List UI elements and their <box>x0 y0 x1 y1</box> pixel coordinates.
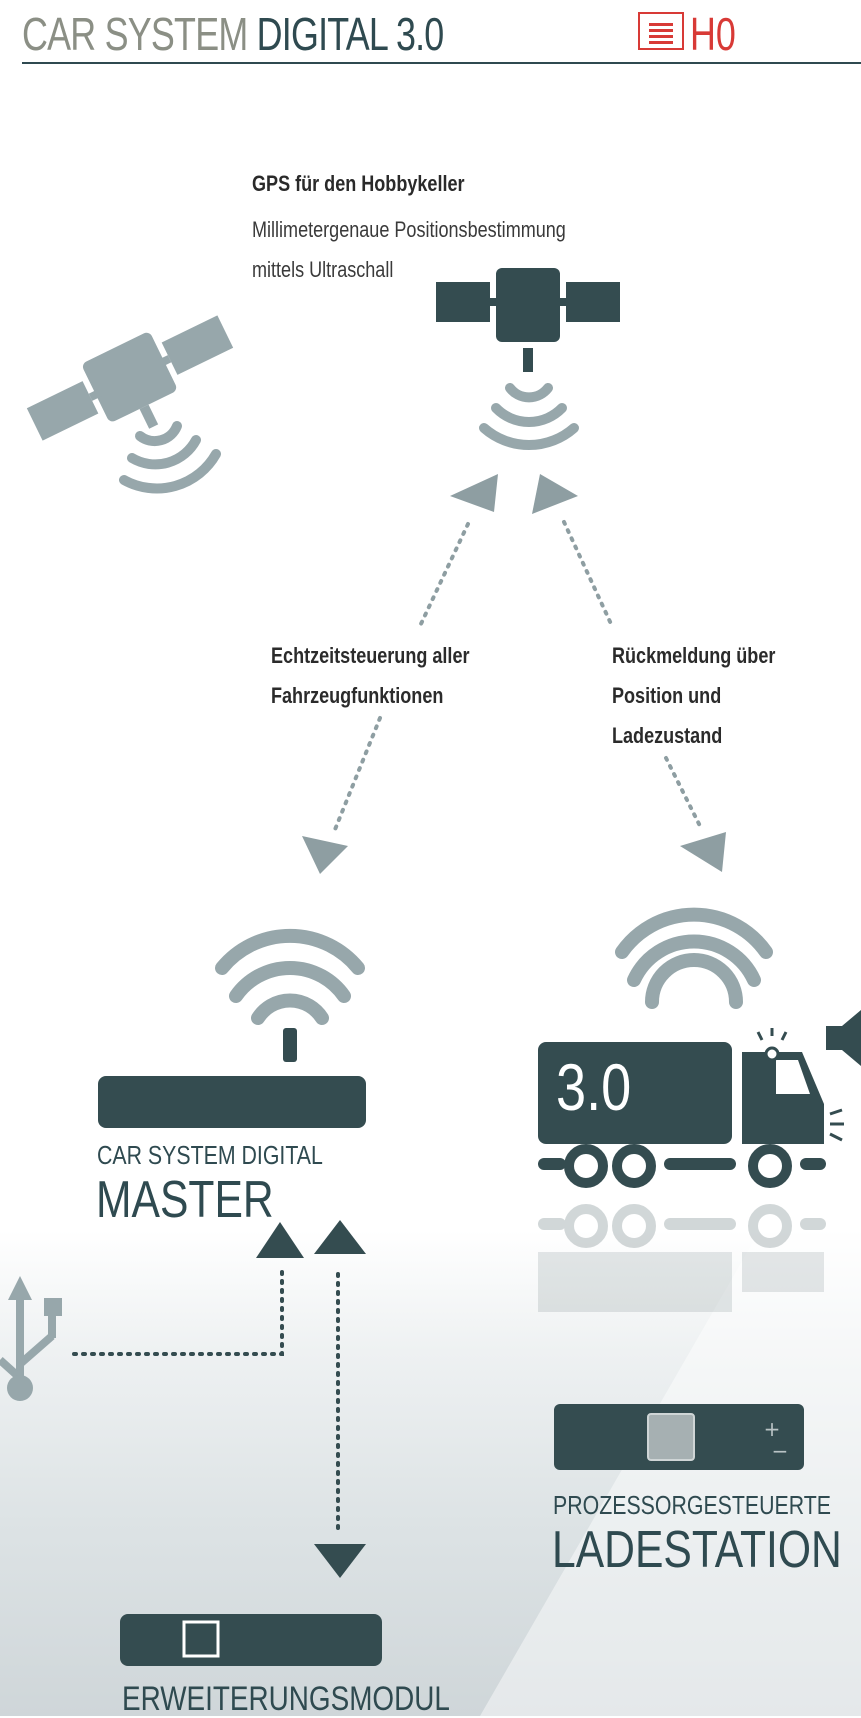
arrow-to-erweiterung-icon <box>314 1544 366 1578</box>
header: CAR SYSTEM DIGITAL 3.0 H0 <box>22 0 861 66</box>
truck-reflection <box>538 1204 826 1312</box>
arrow-to-truck-icon <box>680 832 726 872</box>
brand-title-light: CAR SYSTEM <box>22 8 257 60</box>
label-rueckmeldung: Rückmeldung über Position und Ladezustan… <box>612 636 775 756</box>
ladestation-plus: + <box>764 1417 781 1441</box>
arrow-master-up-left-icon <box>256 1222 304 1258</box>
arrow-up-right-icon <box>532 474 578 514</box>
label-right-line3: Ladezustand <box>612 723 723 748</box>
truck-icon <box>538 1042 826 1188</box>
label-left-line2: Fahrzeugfunktionen <box>271 683 444 708</box>
erweiterung-title: ERWEITERUNGSMODUL <box>122 1680 450 1718</box>
connector-mid-left <box>332 716 382 834</box>
ladestation-subtitle: PROZESSORGESTEUERTE <box>553 1490 832 1520</box>
label-right-line2: Position und <box>612 683 722 708</box>
connector-usb <box>72 1270 284 1356</box>
usb-icon <box>0 1276 62 1401</box>
horn-icon <box>826 1010 861 1066</box>
arrow-master-up-right-icon <box>314 1220 366 1254</box>
scale-label[interactable]: H0 <box>690 8 736 60</box>
gps-title: GPS für den Hobbykeller <box>252 171 465 196</box>
beacon-icon <box>756 1028 844 1142</box>
master-subtitle: CAR SYSTEM DIGITAL <box>97 1140 323 1170</box>
wifi-master-icon <box>215 928 365 1025</box>
connector-mid-right <box>664 756 702 828</box>
brand-title: CAR SYSTEM DIGITAL 3.0 <box>22 8 445 60</box>
master-antenna <box>283 1028 297 1062</box>
header-divider <box>22 62 861 64</box>
arrow-to-master-icon <box>302 836 348 874</box>
master-device <box>98 1076 366 1128</box>
ladestation-title: LADESTATION <box>552 1521 842 1579</box>
gps-subtitle-line2: mittels Ultraschall <box>252 257 394 282</box>
satellite-left-icon <box>26 315 234 441</box>
label-left-line1: Echtzeitsteuerung aller <box>271 643 470 668</box>
connector-top-left <box>418 522 470 628</box>
wifi-truck-icon <box>615 907 773 1009</box>
ladestation-button-icon <box>647 1413 695 1461</box>
erweiterung-square-icon <box>182 1620 220 1658</box>
signal-waves-center-icon <box>479 383 579 450</box>
label-right-line1: Rückmeldung über <box>612 643 776 668</box>
label-echtzeitsteuerung: Echtzeitsteuerung aller Fahrzeugfunktion… <box>271 636 470 716</box>
connector-top-right <box>562 520 614 628</box>
brand-title-dark: DIGITAL 3.0 <box>256 8 445 60</box>
master-title: MASTER <box>96 1171 274 1229</box>
gps-subtitle-line1: Millimetergenaue Positionsbestimmung <box>252 217 566 242</box>
truck-number: 3.0 <box>556 1050 632 1124</box>
menu-icon[interactable] <box>638 12 684 50</box>
gps-subtitle: Millimetergenaue Positionsbestimmung mit… <box>252 210 596 290</box>
erweiterung-device <box>120 1614 382 1666</box>
signal-waves-left-icon <box>119 421 221 494</box>
arrow-up-left-icon <box>450 474 498 512</box>
satellite-center-icon <box>436 268 620 372</box>
ladestation-minus: − <box>772 1439 789 1463</box>
